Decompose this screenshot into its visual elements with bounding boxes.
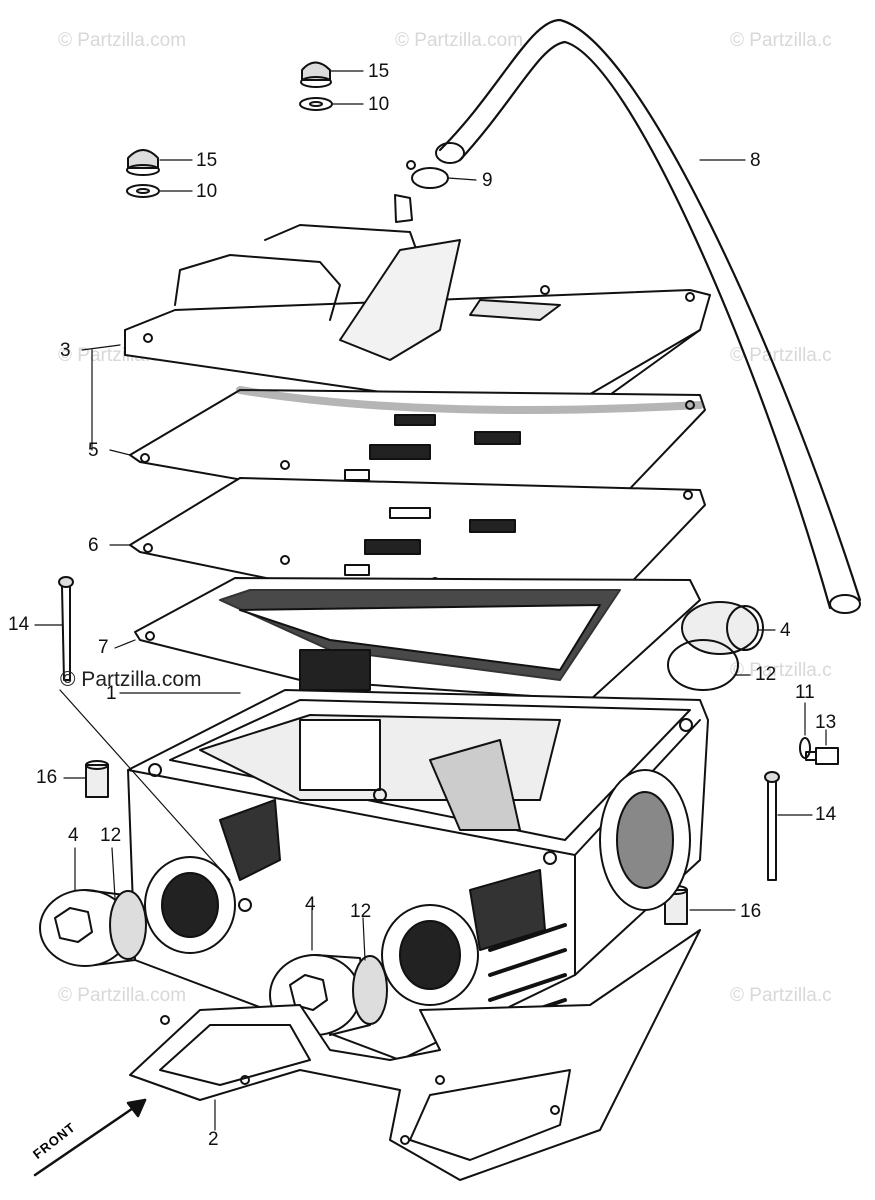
cap-nut-15-upper <box>300 61 332 88</box>
o-ring-12-left <box>109 890 147 960</box>
dowel-16-left <box>85 760 109 798</box>
callout-15: 15 <box>196 150 218 171</box>
callout-9: 9 <box>482 170 493 191</box>
watermark-prominent: © Partzilla.com <box>60 668 202 691</box>
watermark: © Partzilla.com <box>58 985 187 1006</box>
callout-7: 7 <box>98 637 109 658</box>
o-ring-12-right <box>667 639 739 691</box>
callout-15: 15 <box>368 61 390 82</box>
callout-4: 4 <box>780 620 791 641</box>
cap-nut-15-lower <box>126 149 160 176</box>
callout-12: 12 <box>350 901 372 922</box>
stud-bolt-14-left <box>58 576 74 681</box>
cylinder-head-cover <box>124 194 711 421</box>
leader-lines <box>34 70 827 1131</box>
callout-12: 12 <box>755 664 777 685</box>
callout-16: 16 <box>36 767 58 788</box>
watermark: © Partzilla.c <box>730 30 832 51</box>
callout-11: 11 <box>795 682 815 703</box>
callout-1: 1 <box>106 683 117 704</box>
o-ring-12-center <box>352 955 388 1025</box>
callout-13: 13 <box>815 712 837 733</box>
callout-4: 4 <box>68 825 79 846</box>
cylinder-head <box>127 689 709 1061</box>
callout-10: 10 <box>196 181 218 202</box>
callout-14: 14 <box>815 804 837 825</box>
callout-6: 6 <box>88 535 99 556</box>
callout-5: 5 <box>88 440 99 461</box>
watermark: © Partzilla.com <box>58 30 187 51</box>
washer-10-upper <box>299 97 333 111</box>
callout-16: 16 <box>740 901 762 922</box>
callout-8: 8 <box>750 150 761 171</box>
callout-3: 3 <box>60 340 71 361</box>
watermark: © Partzilla.com <box>395 30 524 51</box>
stud-bolt-14-right <box>764 771 780 881</box>
front-arrow <box>33 1098 147 1177</box>
washer-10-lower <box>126 184 160 198</box>
callout-2: 2 <box>208 1129 219 1150</box>
callout-14: 14 <box>8 614 30 635</box>
gasket-7 <box>134 577 701 701</box>
breather-hose <box>435 18 862 614</box>
hose-clip <box>406 160 449 189</box>
plug-4-right <box>681 601 764 655</box>
watermark: © Partzilla.c <box>730 985 832 1006</box>
callout-4: 4 <box>305 894 316 915</box>
callout-10: 10 <box>368 94 390 115</box>
bolt-13 <box>805 747 839 765</box>
watermark: © Partzilla.c <box>730 345 832 366</box>
watermark: © Partzilla.c <box>730 660 832 681</box>
callout-12: 12 <box>100 825 122 846</box>
gasket-2 <box>129 929 701 1181</box>
